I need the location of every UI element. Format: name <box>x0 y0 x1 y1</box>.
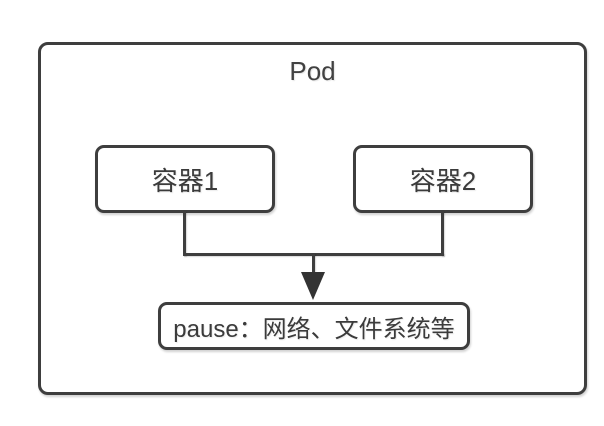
pod-title: Pod <box>289 56 336 86</box>
container-1-box: 容器1 <box>95 145 275 213</box>
connector-line-container-2 <box>441 211 444 256</box>
container-2-box: 容器2 <box>353 145 533 213</box>
connector-line-container-1 <box>183 211 186 256</box>
container-1-label: 容器1 <box>151 165 219 196</box>
connector-arrow-stem <box>312 253 315 275</box>
pod-boundary-box <box>38 42 587 395</box>
arrow-down-icon <box>301 272 325 300</box>
pause-box: pause：网络、文件系统等 <box>158 302 470 350</box>
container-2-label: 容器2 <box>409 165 477 196</box>
pause-label: pause：网络、文件系统等 <box>173 315 455 343</box>
